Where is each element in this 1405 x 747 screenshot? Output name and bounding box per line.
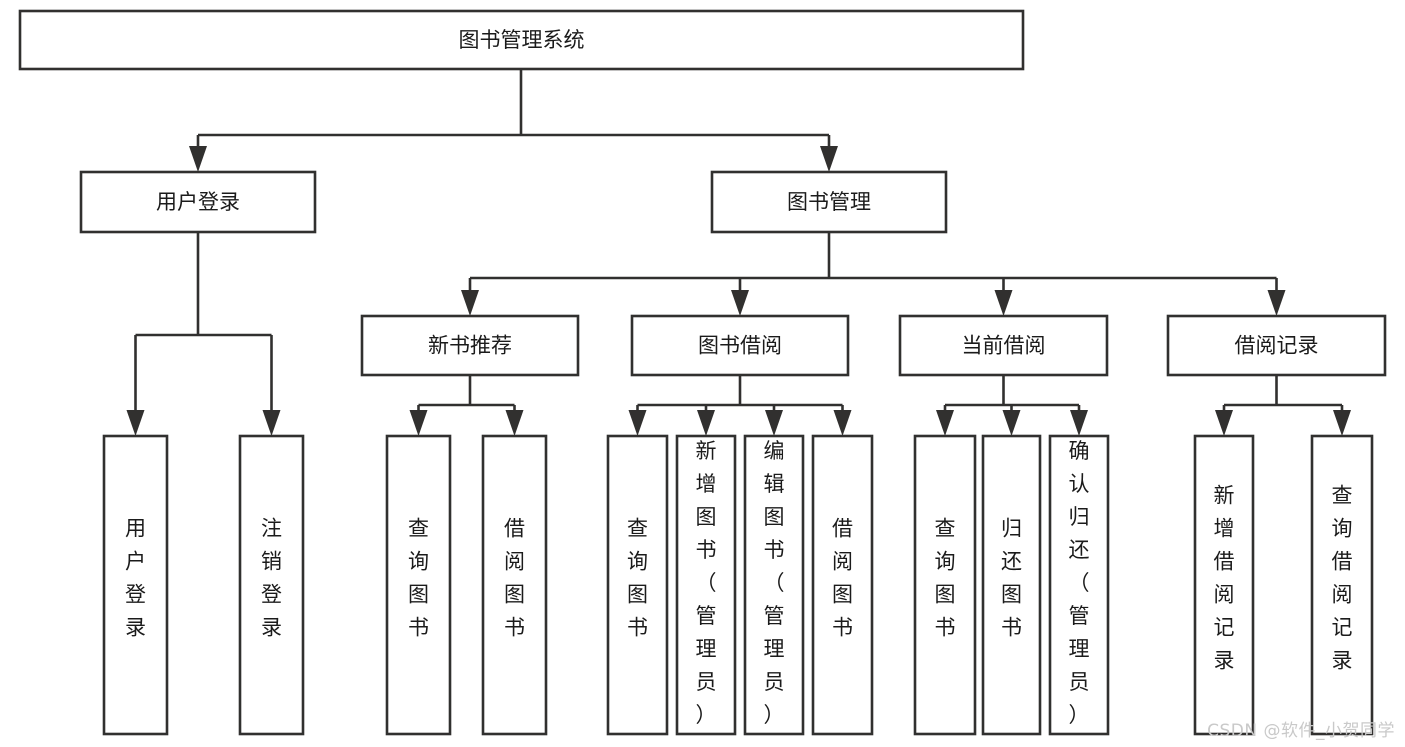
node-leaf-query-book-recommend[interactable]: 查询图书 xyxy=(385,434,452,736)
node-new-book-recommend[interactable]: 新书推荐 xyxy=(360,314,580,377)
node-label-leaf-add-borrow-record: 新增借阅记录 xyxy=(1214,484,1235,673)
node-leaf-query-book-current[interactable]: 查询图书 xyxy=(913,434,977,736)
node-box-leaf-edit-book-admin xyxy=(743,434,805,736)
node-label-leaf-query-book-borrow: 查询图书 xyxy=(627,517,648,640)
node-box-leaf-borrow-book xyxy=(811,434,874,736)
node-label-leaf-add-book-admin: 新增图书（管理员） xyxy=(696,439,717,727)
node-leaf-query-borrow-record[interactable]: 查询借阅记录 xyxy=(1310,434,1374,736)
node-leaf-borrow-book[interactable]: 借阅图书 xyxy=(811,434,874,736)
node-label-leaf-edit-book-admin: 编辑图书（管理员） xyxy=(764,439,785,727)
node-label-book-borrow: 图书借阅 xyxy=(698,334,782,358)
node-box-leaf-add-borrow-record xyxy=(1193,434,1255,736)
node-label-leaf-borrow-book: 借阅图书 xyxy=(832,517,853,640)
node-label-leaf-borrow-book-recommend: 借阅图书 xyxy=(504,517,525,640)
node-box-new-book-recommend xyxy=(360,314,580,377)
arrow-down-icon-current-borrow xyxy=(994,290,1013,316)
arrow-down-icon-book-borrow xyxy=(731,290,749,316)
node-leaf-borrow-book-recommend[interactable]: 借阅图书 xyxy=(481,434,548,736)
node-box-leaf-query-book-borrow xyxy=(606,434,669,736)
node-box-leaf-logout xyxy=(238,434,305,736)
arrow-down-icon-leaf-borrow-book-recommend xyxy=(505,410,524,436)
arrow-down-icon-leaf-query-borrow-record xyxy=(1333,410,1351,436)
node-box-root xyxy=(18,9,1025,71)
node-label-new-book-recommend: 新书推荐 xyxy=(428,334,512,358)
nodes-layer: 图书管理系统用户登录图书管理新书推荐图书借阅当前借阅借阅记录用户登录注销登录查询… xyxy=(18,9,1387,736)
node-box-user-login xyxy=(79,170,317,234)
node-leaf-user-login[interactable]: 用户登录 xyxy=(102,434,169,736)
node-box-leaf-return-book xyxy=(981,434,1042,736)
node-label-leaf-return-book: 归还图书 xyxy=(1001,517,1022,640)
node-leaf-add-book-admin[interactable]: 新增图书（管理员） xyxy=(675,434,737,736)
node-box-leaf-query-book-current xyxy=(913,434,977,736)
node-leaf-return-book[interactable]: 归还图书 xyxy=(981,434,1042,736)
node-label-leaf-user-login: 用户登录 xyxy=(125,517,146,640)
node-box-current-borrow xyxy=(898,314,1109,377)
node-box-borrow-record xyxy=(1166,314,1387,377)
node-box-book-management xyxy=(710,170,948,234)
arrow-down-icon-leaf-edit-book-admin xyxy=(765,410,783,436)
node-box-leaf-query-book-recommend xyxy=(385,434,452,736)
node-current-borrow[interactable]: 当前借阅 xyxy=(898,314,1109,377)
node-root[interactable]: 图书管理系统 xyxy=(18,9,1025,71)
arrow-down-icon-leaf-add-book-admin xyxy=(697,410,715,436)
arrow-down-icon-leaf-confirm-return-admin xyxy=(1070,410,1088,436)
node-label-book-management: 图书管理 xyxy=(787,190,871,214)
node-label-user-login: 用户登录 xyxy=(156,190,240,214)
arrow-down-icon-user-login xyxy=(189,146,207,172)
arrow-down-icon-leaf-user-login xyxy=(126,410,145,436)
node-box-leaf-confirm-return-admin xyxy=(1048,434,1110,736)
node-label-current-borrow: 当前借阅 xyxy=(962,334,1046,358)
node-box-leaf-add-book-admin xyxy=(675,434,737,736)
node-borrow-record[interactable]: 借阅记录 xyxy=(1166,314,1387,377)
connectors-layer xyxy=(126,69,1351,436)
node-box-leaf-user-login xyxy=(102,434,169,736)
arrow-down-icon-leaf-add-borrow-record xyxy=(1215,410,1233,436)
arrow-down-icon-leaf-borrow-book xyxy=(833,410,852,436)
node-box-book-borrow xyxy=(630,314,850,377)
node-label-leaf-confirm-return-admin: 确认归还（管理员） xyxy=(1069,439,1090,727)
node-book-management[interactable]: 图书管理 xyxy=(710,170,948,234)
node-label-leaf-query-book-current: 查询图书 xyxy=(935,517,956,640)
arrow-down-icon-new-book-recommend xyxy=(461,290,479,316)
node-leaf-confirm-return-admin[interactable]: 确认归还（管理员） xyxy=(1048,434,1110,736)
arrow-down-icon-book-management xyxy=(820,146,838,172)
node-box-leaf-query-borrow-record xyxy=(1310,434,1374,736)
node-book-borrow[interactable]: 图书借阅 xyxy=(630,314,850,377)
node-label-leaf-query-borrow-record: 查询借阅记录 xyxy=(1332,484,1353,673)
node-box-leaf-borrow-book-recommend xyxy=(481,434,548,736)
arrow-down-icon-leaf-logout xyxy=(262,410,281,436)
node-label-borrow-record: 借阅记录 xyxy=(1235,334,1319,358)
arrow-down-icon-leaf-query-book-recommend xyxy=(409,410,428,436)
node-label-leaf-logout: 注销登录 xyxy=(261,517,282,640)
node-leaf-edit-book-admin[interactable]: 编辑图书（管理员） xyxy=(743,434,805,736)
node-user-login[interactable]: 用户登录 xyxy=(79,170,317,234)
arrow-down-icon-borrow-record xyxy=(1267,290,1286,316)
node-leaf-query-book-borrow[interactable]: 查询图书 xyxy=(606,434,669,736)
node-label-leaf-query-book-recommend: 查询图书 xyxy=(408,517,429,640)
node-leaf-add-borrow-record[interactable]: 新增借阅记录 xyxy=(1193,434,1255,736)
arrow-down-icon-leaf-return-book xyxy=(1002,410,1021,436)
node-leaf-logout[interactable]: 注销登录 xyxy=(238,434,305,736)
node-label-root: 图书管理系统 xyxy=(459,28,585,52)
arrow-down-icon-leaf-query-book-current xyxy=(936,410,954,436)
arrow-down-icon-leaf-query-book-borrow xyxy=(628,410,647,436)
